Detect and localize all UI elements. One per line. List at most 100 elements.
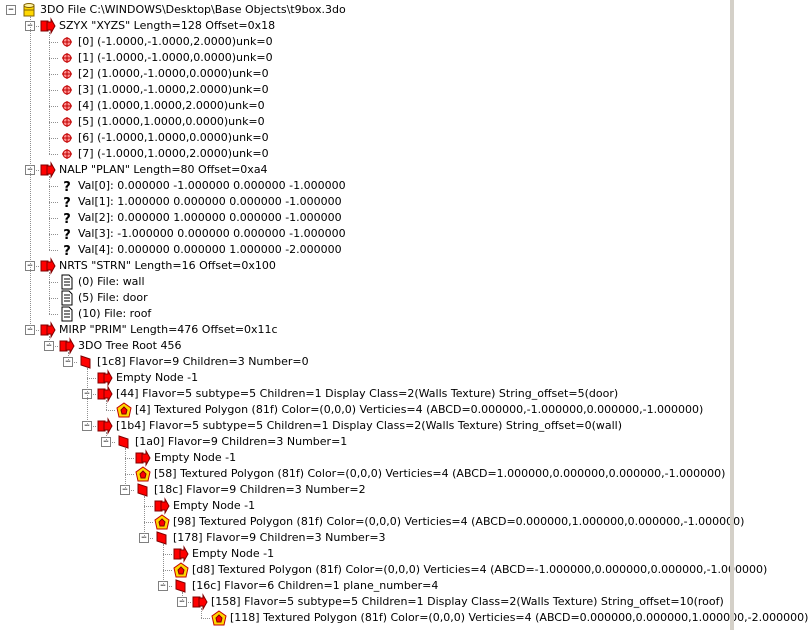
- tree-node-label[interactable]: [1c8] Flavor=9 Children=3 Number=0: [97, 355, 309, 368]
- vertex-icon: [59, 114, 75, 130]
- unknown-icon: ?: [59, 178, 75, 195]
- tree-node-label[interactable]: NALP "PLAN" Length=80 Offset=0xa4: [59, 163, 268, 176]
- unknown-icon: ?: [59, 210, 75, 227]
- tree-connector: [49, 272, 50, 314]
- tree-connector: [87, 368, 88, 426]
- tree-connector: [49, 138, 58, 139]
- arrow-icon: [192, 593, 208, 611]
- arrow-icon: [173, 545, 189, 563]
- arrow-icon: [97, 417, 113, 435]
- tree-node-label[interactable]: 3DO File C:\WINDOWS\Desktop\Base Objects…: [40, 3, 346, 16]
- tree-node-label[interactable]: (0) File: wall: [78, 275, 145, 288]
- tree-node-label[interactable]: [58] Textured Polygon (81f) Color=(0,0,0…: [154, 467, 726, 480]
- polygon-icon: [173, 562, 189, 578]
- tree-node-label[interactable]: Empty Node -1: [192, 547, 275, 560]
- tree-node-label[interactable]: Empty Node -1: [173, 499, 256, 512]
- tree-node-label[interactable]: Val[2]: 0.000000 1.000000 0.000000 -1.00…: [78, 211, 342, 224]
- tree-connector: [49, 250, 58, 251]
- tree-node-label[interactable]: [7] (-1.0000,1.0000,2.0000)unk=0: [78, 147, 269, 160]
- tree-connector: [49, 74, 58, 75]
- tree-connector: [125, 474, 134, 475]
- tree-node-label[interactable]: [1a0] Flavor=9 Children=3 Number=1: [135, 435, 348, 448]
- tree-node-label[interactable]: [178] Flavor=9 Children=3 Number=3: [173, 531, 386, 544]
- tree-node-label[interactable]: (5) File: door: [78, 291, 148, 304]
- tree-node-label[interactable]: [16c] Flavor=6 Children=1 plane_number=4: [192, 579, 439, 592]
- tree-node-label[interactable]: [98] Textured Polygon (81f) Color=(0,0,0…: [173, 515, 745, 528]
- tree-node-label[interactable]: (10) File: roof: [78, 307, 152, 320]
- tree-node-label[interactable]: [3] (1.0000,-1.0000,2.0000)unk=0: [78, 83, 269, 96]
- tree-node-label[interactable]: [44] Flavor=5 subtype=5 Children=1 Displ…: [116, 387, 619, 400]
- vertex-icon: [59, 34, 75, 50]
- flag-icon: [135, 482, 151, 498]
- tree-node-label[interactable]: SZYX "XYZS" Length=128 Offset=0x18: [59, 19, 276, 32]
- tree-node-label[interactable]: NRTS "STRN" Length=16 Offset=0x100: [59, 259, 276, 272]
- tree-connector: [49, 122, 58, 123]
- chunk-icon: [59, 337, 75, 355]
- tree-node-label[interactable]: [158] Flavor=5 subtype=5 Children=1 Disp…: [211, 595, 724, 608]
- tree-connector: [106, 400, 107, 410]
- flag-icon: [78, 354, 94, 370]
- expand-collapse-toggle[interactable]: −: [6, 5, 16, 15]
- svg-text:?: ?: [63, 196, 71, 211]
- tree-node-label[interactable]: MIRP "PRIM" Length=476 Offset=0x11c: [59, 323, 278, 336]
- tree-connector: [49, 314, 58, 315]
- tree-connector: [30, 16, 31, 330]
- tree-connector: [49, 202, 58, 203]
- tree-connector: [49, 176, 50, 250]
- tree-connector: [68, 352, 69, 362]
- tree-node-label[interactable]: 3DO Tree Root 456: [78, 339, 182, 352]
- tree-node-label[interactable]: [d8] Textured Polygon (81f) Color=(0,0,0…: [192, 563, 768, 576]
- vertex-icon: [59, 98, 75, 114]
- file-icon: [21, 2, 37, 18]
- svg-text:?: ?: [63, 244, 71, 259]
- tree-connector: [182, 592, 183, 602]
- polygon-icon: [154, 514, 170, 530]
- tree-node-label[interactable]: [4] (1.0000,1.0000,2.0000)unk=0: [78, 99, 265, 112]
- document-icon: [59, 290, 75, 306]
- tree-connector: [201, 618, 210, 619]
- tree-node-label[interactable]: Val[1]: 1.000000 0.000000 0.000000 -1.00…: [78, 195, 342, 208]
- chunk-icon: [40, 257, 56, 275]
- tree-node-label[interactable]: [2] (1.0000,-1.0000,0.0000)unk=0: [78, 67, 269, 80]
- tree-connector: [163, 570, 172, 571]
- document-icon: [59, 306, 75, 322]
- tree-connector: [106, 432, 107, 442]
- tree-node-label[interactable]: Val[4]: 0.000000 0.000000 1.000000 -2.00…: [78, 243, 342, 256]
- vertex-icon: [59, 146, 75, 162]
- tree-node-label[interactable]: [18c] Flavor=9 Children=3 Number=2: [154, 483, 366, 496]
- tree-node-label[interactable]: Empty Node -1: [154, 451, 237, 464]
- chunk-icon: [40, 161, 56, 179]
- tree-node-label[interactable]: [1b4] Flavor=5 subtype=5 Children=1 Disp…: [116, 419, 622, 432]
- unknown-icon: ?: [59, 194, 75, 211]
- tree-connector: [49, 282, 58, 283]
- tree-connector: [49, 32, 50, 154]
- flag-icon: [173, 578, 189, 594]
- window-border: [730, 0, 734, 630]
- tree-node-label[interactable]: Val[0]: 0.000000 -1.000000 0.000000 -1.0…: [78, 179, 346, 192]
- tree-connector: [125, 448, 126, 490]
- tree-node-label[interactable]: Val[3]: -1.000000 0.000000 0.000000 -1.0…: [78, 227, 346, 240]
- tree-connector: [49, 336, 50, 346]
- tree-node-label[interactable]: [1] (-1.0000,-1.0000,0.0000)unk=0: [78, 51, 273, 64]
- document-icon: [59, 274, 75, 290]
- tree-node-label[interactable]: [5] (1.0000,1.0000,0.0000)unk=0: [78, 115, 265, 128]
- tree-connector: [163, 544, 164, 586]
- tree-node-label[interactable]: [6] (-1.0000,1.0000,0.0000)unk=0: [78, 131, 269, 144]
- tree-connector: [49, 58, 58, 59]
- chunk-icon: [40, 321, 56, 339]
- tree-connector: [144, 522, 153, 523]
- tree-node-label[interactable]: [118] Textured Polygon (81f) Color=(0,0,…: [230, 611, 808, 624]
- polygon-icon: [116, 402, 132, 418]
- tree-node-label[interactable]: [0] (-1.0000,-1.0000,2.0000)unk=0: [78, 35, 273, 48]
- chunk-icon: [40, 17, 56, 35]
- tree-node-label[interactable]: Empty Node -1: [116, 371, 199, 384]
- flag-icon: [116, 434, 132, 450]
- arrow-icon: [154, 497, 170, 515]
- tree-connector: [49, 234, 58, 235]
- svg-text:?: ?: [63, 212, 71, 227]
- tree-connector: [144, 496, 145, 538]
- tree-connector: [106, 410, 115, 411]
- tree-connector: [49, 90, 58, 91]
- tree-node-label[interactable]: [4] Textured Polygon (81f) Color=(0,0,0)…: [135, 403, 704, 416]
